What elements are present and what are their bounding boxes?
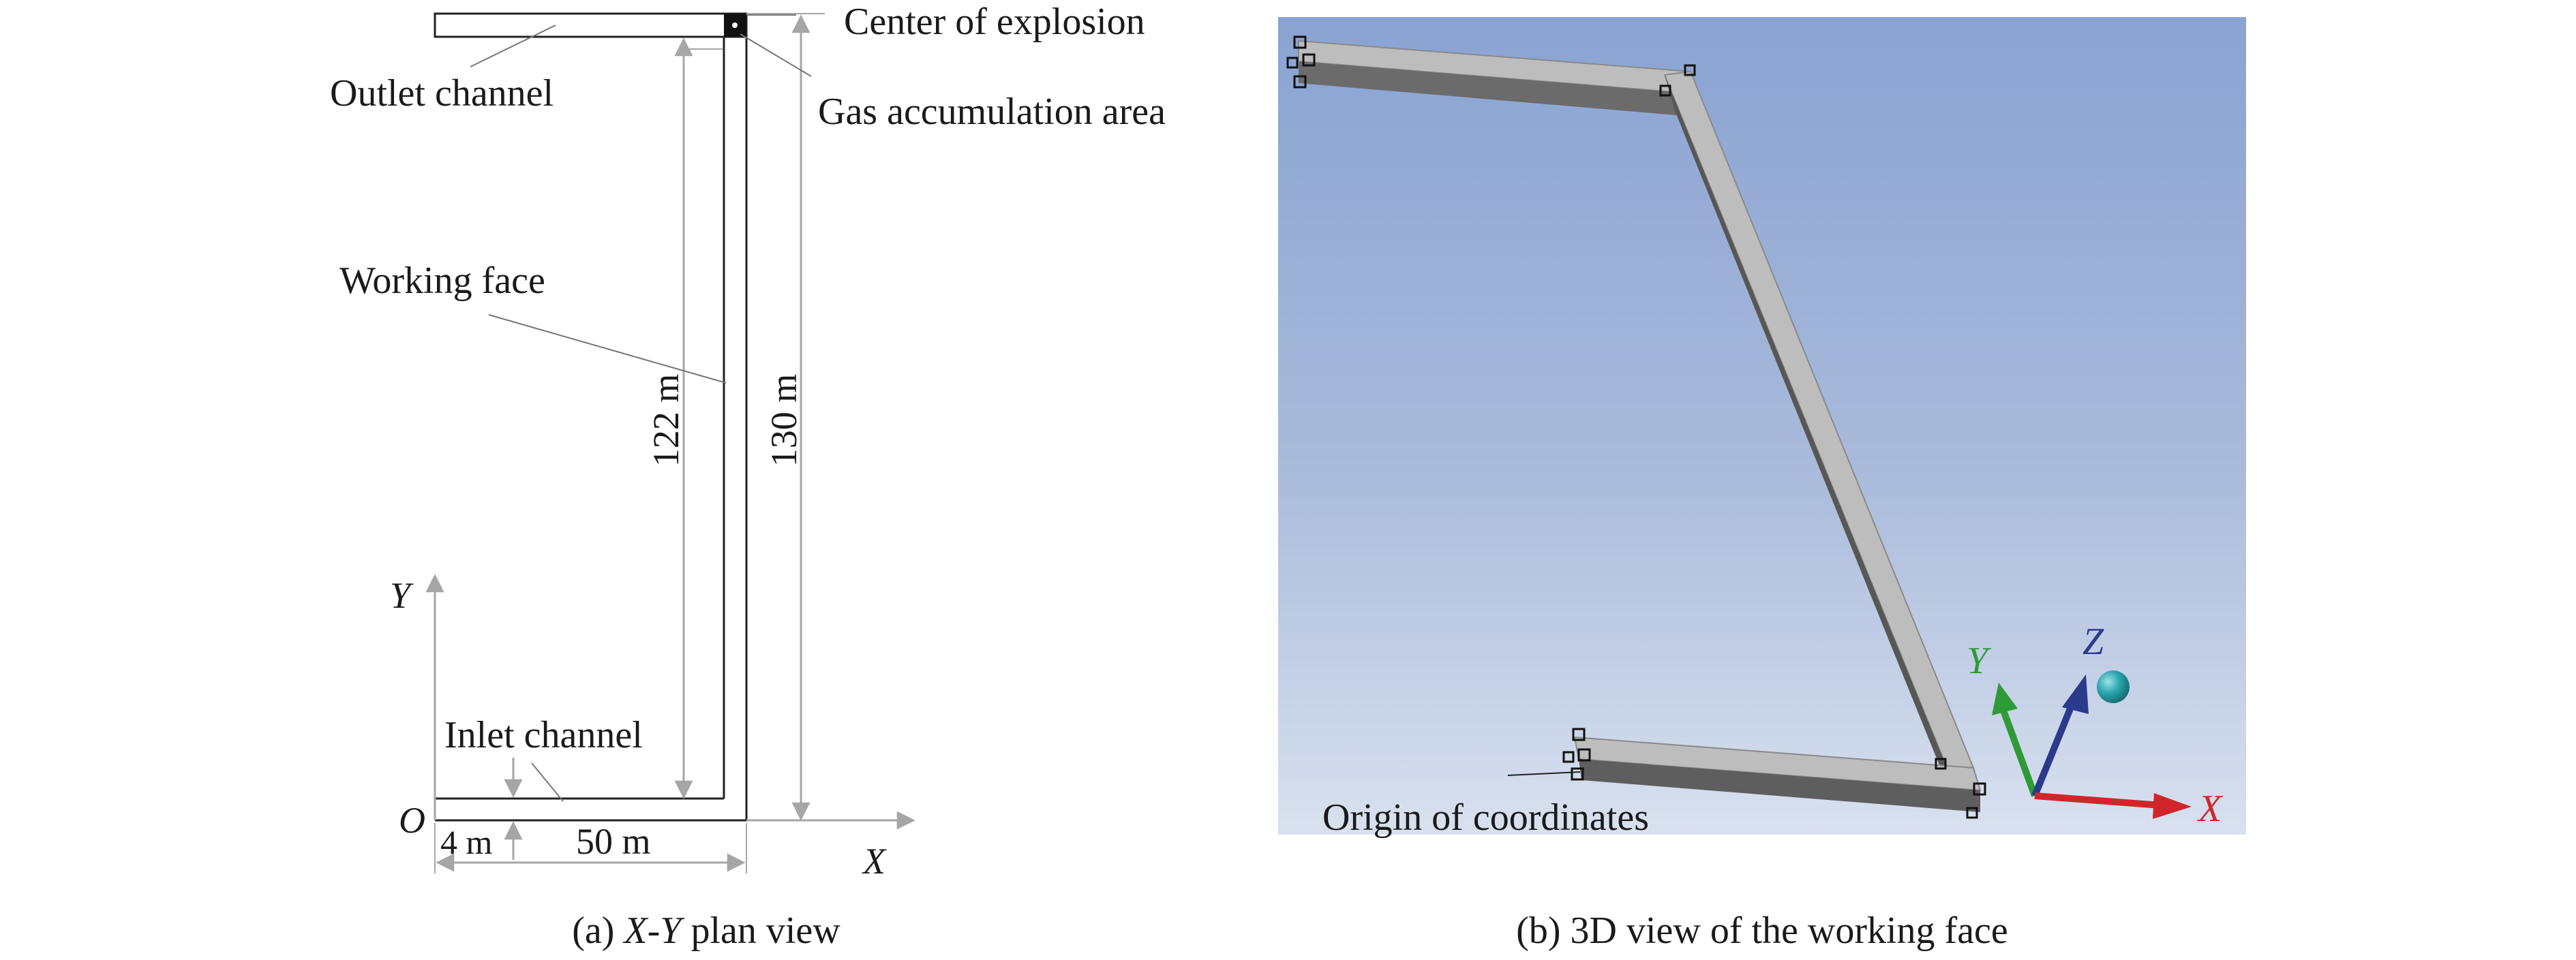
origin-label: O — [399, 800, 425, 841]
explosion-center-dot — [732, 22, 738, 28]
panel-a-plan-view: Y X O 122 m 130 m 4 m 50 m Center of exp… — [330, 1, 1166, 952]
label-gas-accumulation-area: Gas accumulation area — [818, 91, 1166, 133]
label-inlet-channel: Inlet channel — [444, 714, 643, 756]
origin-pointer-line — [1507, 771, 1581, 776]
triad-z-arrowhead — [2062, 675, 2089, 714]
triad-x-axis — [2034, 792, 2162, 809]
beam-diagonal-dark-face — [1665, 75, 1950, 790]
triad-ball — [2097, 670, 2130, 703]
panel-b-3d-view: Origin of coordinates Y Z X (b) 3D view … — [1278, 17, 2246, 952]
outlet-channel-shape — [434, 12, 748, 38]
y-axis-label: Y — [390, 575, 414, 616]
triad-x-label: X — [2197, 788, 2224, 830]
triad-z-axis — [2031, 699, 2077, 797]
beam-top-dark-face — [1299, 61, 1691, 116]
triad-y-axis — [1999, 707, 2038, 797]
leader-working-face — [488, 314, 727, 384]
caption-panel-a: (a) X-Y plan view — [572, 910, 840, 952]
leader-outlet-channel — [470, 25, 556, 67]
selection-handles — [1286, 35, 1986, 819]
label-outlet-channel: Outlet channel — [330, 72, 554, 114]
triad-y-label: Y — [1967, 640, 1992, 682]
viewport-background — [1278, 17, 2246, 835]
leader-inlet-channel — [531, 762, 564, 802]
dim-50-label: 50 m — [576, 821, 651, 862]
coordinate-triad: Y Z X — [1967, 621, 2224, 830]
dim-4-label: 4 m — [440, 823, 493, 861]
leader-gas-accumulation — [740, 33, 812, 77]
triad-x-arrowhead — [2153, 793, 2192, 819]
label-working-face: Working face — [339, 260, 545, 302]
label-center-of-explosion: Center of explosion — [844, 1, 1145, 43]
dim-122-label: 122 m — [646, 374, 686, 467]
caption-panel-b: (b) 3D view of the working face — [1516, 910, 2008, 952]
dim-130-label: 130 m — [763, 374, 804, 467]
beam-bottom-dark-face — [1579, 759, 1980, 812]
triad-z-label: Z — [2082, 621, 2104, 663]
x-axis-label: X — [862, 841, 887, 882]
label-origin-of-coordinates: Origin of coordinates — [1322, 796, 1649, 839]
triad-y-arrowhead — [1992, 683, 2018, 715]
